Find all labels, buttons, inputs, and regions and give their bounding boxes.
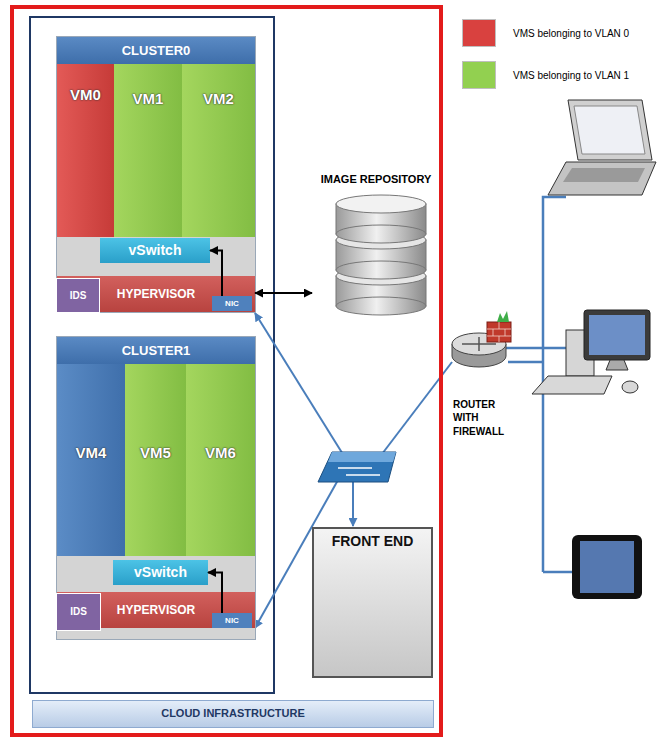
vm-box: VM2 [182,64,255,237]
nic-box: NIC [212,613,252,628]
cluster-header: CLUSTER0 [57,37,255,64]
vm-label: VM6 [205,444,236,462]
connector-arrow [210,251,222,297]
laptop-icon [548,100,656,195]
legend-row: VMS belonging to VLAN 1 [463,62,629,88]
vm-label: VM4 [76,444,107,462]
legend-row: VMS belonging to VLAN 0 [463,20,629,46]
vm-box: VM5 [125,364,186,556]
cloud-frame: CLOUD INFRASTRUCTURE CLUSTER0VM0 VM1 VM2 vSw… [10,5,443,737]
cluster-box: CLUSTER1VM4 VM5 VM6 vSwitchHYPERVISOR NIC IDS [57,337,255,639]
legend-text: VMS belonging to VLAN 1 [513,70,629,81]
ids-label: IDS [70,606,87,618]
nic-label: NIC [225,299,239,309]
vm-box: VM0 [57,64,114,237]
hypervisor-label: HYPERVISOR [117,287,195,301]
band-label: CLOUD INFRASTRUCTURE [32,700,434,728]
connector-arrow [255,292,312,294]
ids-box: IDS [57,594,100,630]
connector-arrow [208,573,222,614]
legend-text: VMS belonging to VLAN 0 [513,28,629,39]
network-switch [318,452,396,482]
nic-box: NIC [212,296,252,311]
legend-swatch [463,20,495,46]
vm-box: VM4 [57,364,125,556]
nic-label: NIC [225,616,239,626]
database-icon [336,195,426,315]
front-end-label: FRONT END [332,533,414,550]
repository-label: IMAGE REPOSITORY [321,173,432,186]
router-node: ROUTER WITH FIREWALL [447,316,531,440]
vm-box: VM6 [186,364,255,556]
vm-label: VM1 [133,90,164,108]
cluster-box: CLUSTER0VM0 VM1 VM2 vSwitchHYPERVISOR NIC IDS [57,37,255,312]
router-icon [452,311,511,367]
front-end-box: FRONT END [312,527,433,678]
repository-node: IMAGE REPOSITORY [312,170,440,315]
vswitch-label: vSwitch [134,564,187,581]
ids-label: IDS [70,290,87,302]
desktop-icon [532,310,650,394]
ids-box: IDS [57,279,99,312]
legend-swatch [463,62,495,88]
cluster-header: CLUSTER1 [57,337,255,364]
vm-label: VM0 [70,86,101,104]
cluster-frame [30,17,274,693]
vm-label: VM5 [140,444,171,462]
vswitch-box: vSwitch [113,560,208,585]
router-label: ROUTER WITH FIREWALL [453,398,513,439]
vswitch-box: vSwitch [100,238,210,263]
vm-box: VM1 [114,64,182,237]
vm-label: VM2 [203,90,234,108]
tablet-icon [572,535,642,599]
vswitch-label: vSwitch [129,242,182,259]
hypervisor-label: HYPERVISOR [117,603,195,617]
